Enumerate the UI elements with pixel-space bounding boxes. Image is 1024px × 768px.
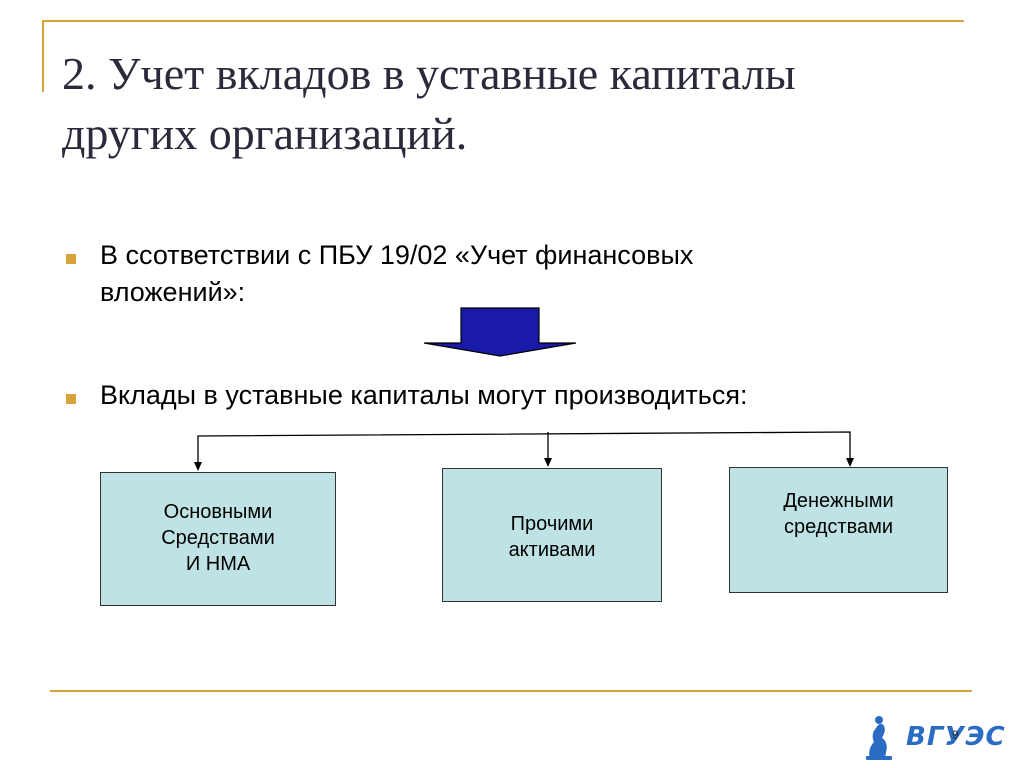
down-arrow-icon [423, 307, 577, 357]
bullet-text-1: В ссответствии с ПБУ 19/02 «Учет финансо… [100, 237, 900, 311]
frame-top-line [42, 20, 964, 22]
box-2-line1: Прочими [510, 513, 594, 535]
slide-title: 2. Учет вкладов в уставные капиталы друг… [62, 44, 962, 164]
page-number: 9 [952, 728, 959, 742]
box-2-line2: активами [508, 539, 596, 561]
bullet-marker-1 [66, 254, 76, 264]
connector-arrowheads [194, 458, 854, 471]
frame-bottom-line [50, 690, 972, 692]
box-1-line1: Основными [163, 501, 273, 523]
university-emblem-icon [866, 716, 892, 760]
frame-left-line [42, 20, 44, 92]
logo-text: ВГУЭС [906, 722, 1006, 752]
box-1-line2: Средствами [161, 527, 275, 549]
connector-lines [197, 431, 851, 466]
box-1-line3: И НМА [185, 553, 251, 575]
bullet-1-line1: В ссответствии с ПБУ 19/02 «Учет финансо… [100, 240, 694, 270]
slide-title-line2: других организаций. [62, 108, 468, 159]
bullet-marker-2 [66, 394, 76, 404]
bullet-text-2: Вклады в уставные капиталы могут произво… [100, 380, 748, 410]
slide-title-line1: 2. Учет вкладов в уставные капиталы [62, 48, 796, 99]
box-cash: Денежными средствами [729, 467, 948, 593]
box-3-line2: средствами [783, 516, 894, 538]
box-other-assets: Прочими активами [442, 468, 662, 602]
box-3-line1: Денежными [783, 490, 894, 512]
box-fixed-assets: Основными Средствами И НМА [100, 472, 336, 606]
bullet-1-line2: вложений»: [100, 277, 246, 307]
